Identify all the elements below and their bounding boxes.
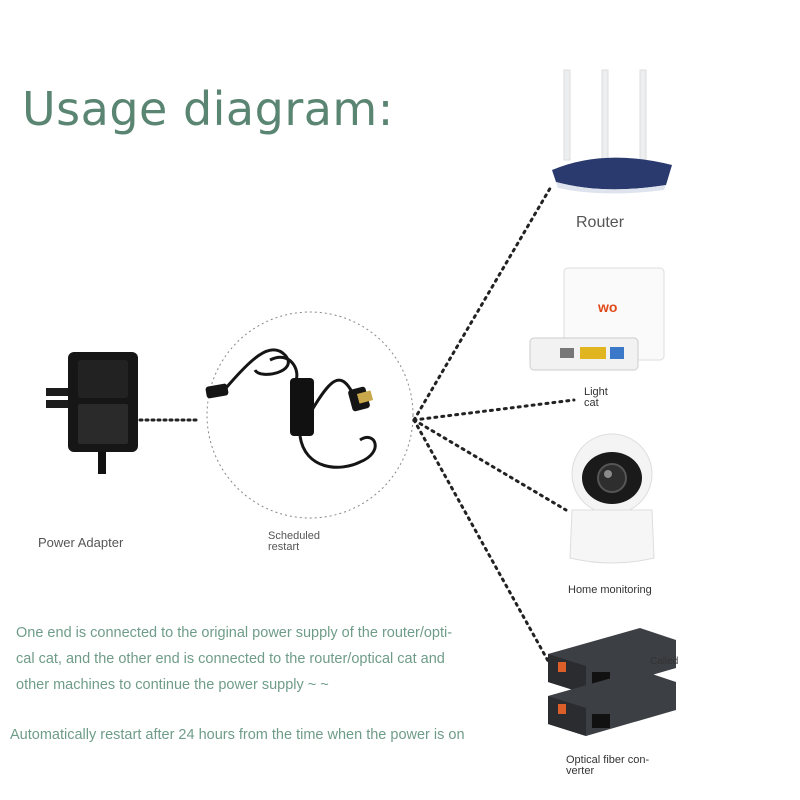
auto-restart-note: Automatically restart after 24 hours fro… (10, 727, 465, 743)
power-adapter-image (46, 352, 138, 474)
light-cat-image: wo (529, 267, 665, 371)
scheduled-restart-label: Scheduled restart (268, 531, 320, 553)
power-adapter-label: Power Adapter (38, 535, 124, 550)
router-image (552, 69, 672, 194)
fiber-converter-label-line2: verter (566, 765, 595, 777)
restart-cable-image (205, 348, 377, 469)
router-label: Router (576, 214, 625, 231)
scheduled-restart-label-line1: Scheduled (268, 530, 320, 542)
fan-out-connectors (412, 183, 576, 670)
home-camera-image (569, 433, 655, 564)
fiber-converter-label-line1: Optical fiber con- (566, 754, 650, 766)
fiber-extra-label: Called (650, 656, 679, 667)
description-line3: other machines to continue the power sup… (16, 677, 329, 693)
page-title: Usage diagram: (22, 82, 394, 136)
restart-device-circle (206, 311, 414, 519)
description-line1: One end is connected to the original pow… (16, 625, 453, 641)
scheduled-restart-label-line2: restart (268, 541, 300, 553)
light-cat-label-line2: cat (584, 397, 599, 409)
fiber-converter-image (548, 628, 676, 736)
home-monitoring-label: Home monitoring (568, 584, 652, 596)
description-block: One end is connected to the original pow… (16, 620, 452, 698)
light-cat-label-line1: Light (584, 386, 608, 398)
svg-text:wo: wo (597, 299, 617, 315)
light-cat-label: Light cat (584, 387, 608, 409)
fiber-converter-label: Optical fiber con- verter (566, 755, 649, 777)
description-line2: cal cat, and the other end is connected … (16, 651, 445, 667)
